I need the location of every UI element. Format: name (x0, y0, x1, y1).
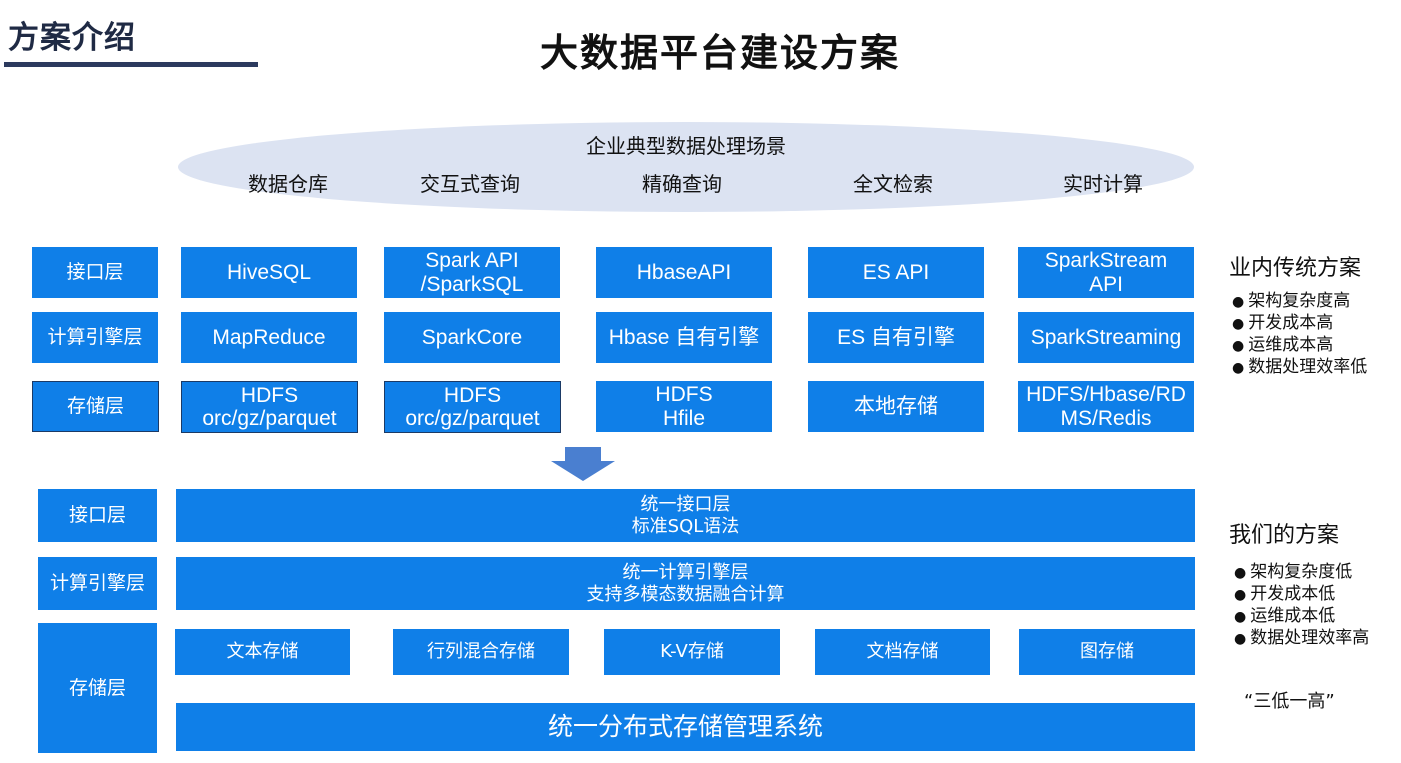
our-layer-storage: 存储层 (38, 623, 157, 753)
sparkstream-api-box: SparkStream API (1018, 247, 1194, 298)
our-layer-compute: 计算引擎层 (38, 557, 157, 610)
down-arrow-icon (551, 447, 615, 481)
traditional-layer-storage: 存储层 (32, 381, 159, 432)
page-title: 大数据平台建设方案 (539, 31, 900, 75)
spark-api-text: Spark API /SparkSQL (420, 249, 524, 296)
scenario-item: 精确查询 (642, 172, 722, 196)
scenario-item: 交互式查询 (420, 172, 520, 196)
scenario-item: 数据仓库 (248, 172, 328, 196)
unified-compute-text: 统一计算引擎层 支持多模态数据融合计算 (586, 561, 785, 605)
spark-storage-text: HDFS orc/gz/parquet (405, 383, 540, 430)
es-storage-box: 本地存储 (808, 381, 984, 432)
hbase-api-box: HbaseAPI (596, 247, 772, 298)
traditional-bullets: 架构复杂度高 开发成本高 运维成本高 数据处理效率低 (1232, 291, 1367, 379)
bullet-item: 开发成本高 (1232, 313, 1367, 335)
hive-api-box: HiveSQL (181, 247, 357, 298)
traditional-side-title: 业内传统方案 (1229, 256, 1362, 281)
hive-compute-box: MapReduce (181, 312, 357, 363)
sparkstream-api-text: SparkStream API (1044, 249, 1168, 296)
scenario-title: 企业典型数据处理场景 (586, 134, 786, 158)
bullet-item: 数据处理效率高 (1234, 628, 1369, 650)
es-compute-box: ES 自有引擎 (808, 312, 984, 363)
unified-compute-bar: 统一计算引擎层 支持多模态数据融合计算 (176, 557, 1195, 610)
unified-interface-bar: 统一接口层 标准SQL语法 (176, 489, 1195, 542)
storage-type-box: 文档存储 (815, 629, 990, 675)
spark-storage-box: HDFS orc/gz/parquet (384, 381, 561, 433)
traditional-layer-compute: 计算引擎层 (32, 312, 158, 363)
section-underline (4, 62, 258, 67)
bullet-item: 数据处理效率低 (1232, 357, 1367, 379)
traditional-layer-interface: 接口层 (32, 247, 158, 298)
spark-api-box: Spark API /SparkSQL (384, 247, 560, 298)
spark-compute-box: SparkCore (384, 312, 560, 363)
hbase-storage-box: HDFS Hfile (596, 381, 772, 432)
storage-type-box: 行列混合存储 (393, 629, 569, 675)
bullet-item: 架构复杂度低 (1234, 562, 1369, 584)
storage-type-box: 图存储 (1019, 629, 1195, 675)
storage-type-box: 文本存储 (175, 629, 350, 675)
hive-storage-box: HDFS orc/gz/parquet (181, 381, 358, 433)
hbase-compute-box: Hbase 自有引擎 (596, 312, 772, 363)
hive-storage-text: HDFS orc/gz/parquet (202, 383, 337, 430)
slogan: “三低一高” (1244, 691, 1335, 712)
es-api-box: ES API (808, 247, 984, 298)
section-title: 方案介绍 (8, 20, 136, 56)
our-bullets: 架构复杂度低 开发成本低 运维成本低 数据处理效率高 (1234, 562, 1369, 650)
sparkstream-storage-text: HDFS/Hbase/RD MS/Redis (1026, 383, 1186, 430)
scenario-ellipse (178, 122, 1194, 212)
sparkstream-compute-box: SparkStreaming (1018, 312, 1194, 363)
our-layer-interface: 接口层 (38, 489, 157, 542)
unified-interface-text: 统一接口层 标准SQL语法 (631, 493, 740, 537)
bullet-item: 开发成本低 (1234, 584, 1369, 606)
bullet-item: 运维成本低 (1234, 606, 1369, 628)
scenario-item: 全文检索 (853, 172, 933, 196)
bullet-item: 运维成本高 (1232, 335, 1367, 357)
sparkstream-storage-box: HDFS/Hbase/RD MS/Redis (1018, 381, 1194, 432)
scenario-item: 实时计算 (1063, 172, 1143, 196)
hbase-storage-text: HDFS Hfile (655, 383, 713, 430)
unified-storage-system-bar: 统一分布式存储管理系统 (176, 703, 1195, 751)
bullet-item: 架构复杂度高 (1232, 291, 1367, 313)
our-side-title: 我们的方案 (1229, 523, 1340, 548)
storage-type-box: K-V存储 (604, 629, 780, 675)
